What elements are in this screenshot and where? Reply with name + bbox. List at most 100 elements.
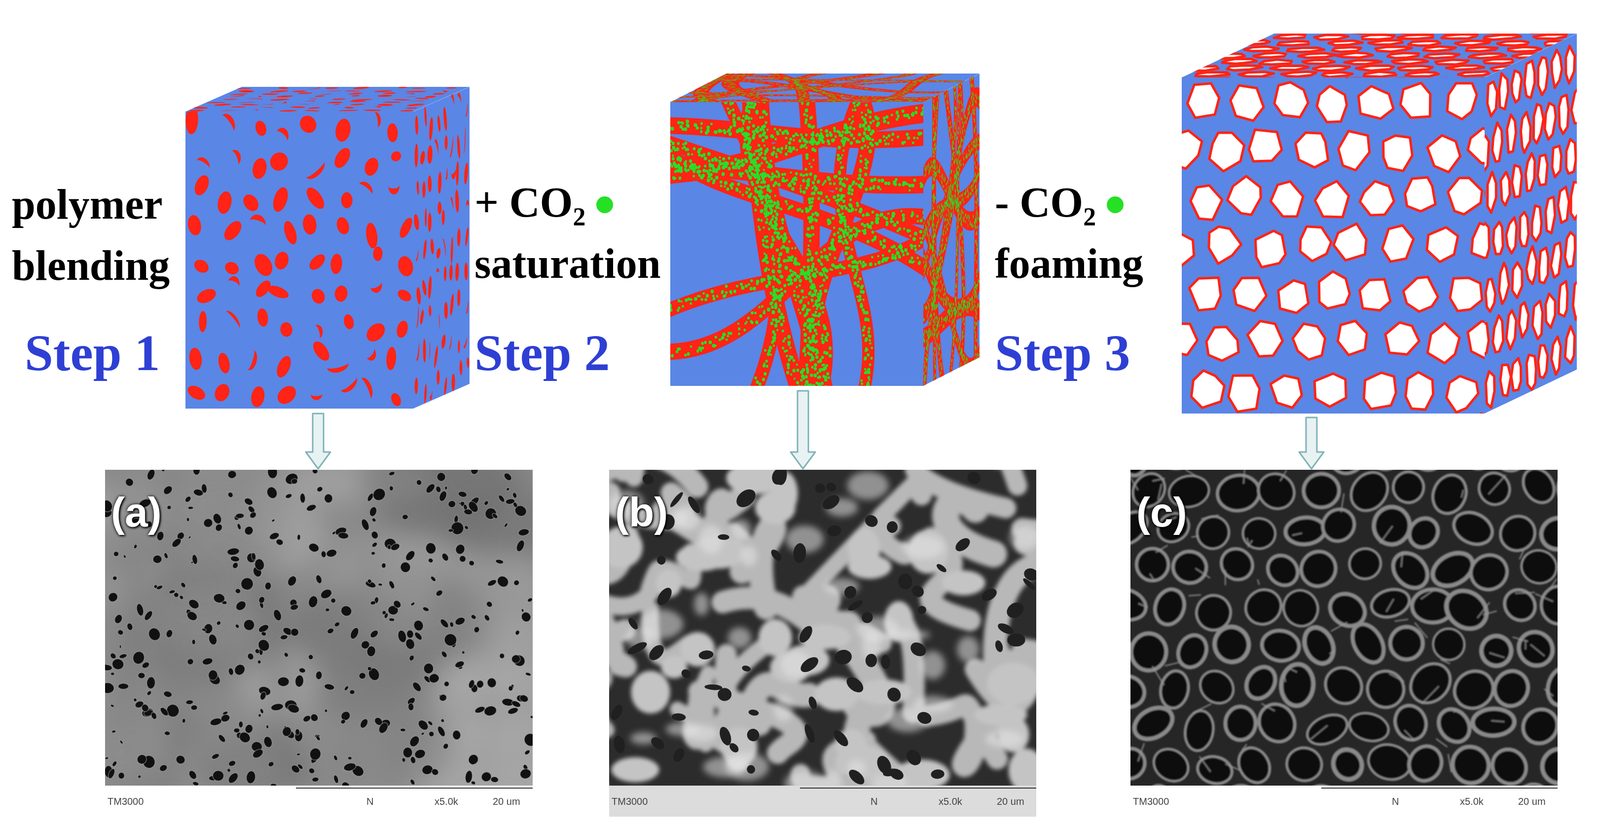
co2-dot (850, 255, 854, 259)
red-domain (436, 246, 441, 260)
red-domain (272, 248, 292, 274)
co2-dot (877, 260, 881, 265)
red-domain (294, 103, 312, 105)
co2-dot (721, 335, 725, 340)
cube-face (413, 82, 470, 412)
co2-dot (813, 302, 817, 306)
co2-dot (696, 149, 701, 154)
co2-dot (852, 180, 856, 184)
co2-dot (750, 165, 754, 169)
co2-dot (898, 255, 901, 259)
co2-dot (911, 111, 914, 114)
red-domain (445, 166, 449, 182)
co2-dot (889, 219, 893, 224)
co2-dot (814, 352, 817, 356)
co2-dot (773, 332, 777, 336)
co2-dot (810, 200, 814, 204)
red-domain (332, 282, 351, 305)
red-fiber (670, 112, 924, 176)
co2-dot (782, 239, 786, 243)
red-domain (385, 346, 397, 371)
co2-dot (775, 319, 779, 324)
co2-dot (772, 295, 777, 300)
co2-dot (768, 199, 773, 204)
co2-dot (770, 301, 774, 305)
red-domain (266, 90, 292, 93)
co2-dot (761, 115, 764, 119)
co2-dot (773, 226, 778, 231)
co2-dot (860, 111, 864, 114)
red-domain (361, 374, 376, 400)
blend-cube (179, 82, 471, 412)
co2-dot (756, 203, 760, 206)
co2-dot (782, 258, 787, 263)
co2-dot (854, 208, 858, 212)
co2-dot (700, 130, 703, 134)
co2-dot (915, 106, 918, 110)
co2-dot (861, 181, 865, 186)
co2-dot (808, 352, 811, 356)
co2-dot (876, 254, 879, 258)
co2-dot (780, 246, 783, 250)
co2-dot (771, 204, 775, 208)
co2-dot (914, 248, 918, 252)
co2-dot (922, 216, 924, 220)
co2-dot (815, 213, 820, 218)
co2-dot (671, 154, 674, 157)
co2-dot (860, 382, 864, 385)
co2-dot (860, 262, 863, 265)
co2-dot (840, 239, 843, 243)
co2-dot (799, 187, 802, 190)
co2-dot (901, 213, 905, 218)
co2-dot (710, 289, 715, 294)
red-domain (398, 86, 408, 89)
red-domain (185, 212, 204, 238)
co2-dot (770, 242, 774, 247)
co2-dot (775, 152, 778, 156)
co2-dot (863, 127, 868, 132)
co2-dot (708, 340, 713, 344)
red-domain (334, 214, 352, 238)
red-domain (463, 335, 468, 352)
co2-dot (914, 110, 918, 114)
co2-dot (881, 254, 885, 257)
co2-dot (804, 383, 807, 386)
red-domain (238, 103, 261, 106)
co2-dot (768, 205, 772, 208)
co2-dot (808, 172, 812, 176)
co2-dot (702, 291, 706, 295)
co2-dot (795, 285, 798, 289)
co2-dot (773, 231, 776, 234)
red-domain (340, 191, 354, 209)
red-domain (302, 109, 322, 112)
co2-dot (856, 267, 860, 272)
co2-dot (804, 379, 809, 384)
red-domain (376, 94, 394, 98)
co2-dot (841, 207, 844, 211)
co2-dot (759, 314, 763, 318)
co2-dot (843, 204, 847, 208)
co2-dot (819, 285, 822, 288)
co2-dot (690, 152, 694, 156)
co2-dot (728, 133, 732, 137)
co2-dot (912, 237, 916, 242)
co2-dot (877, 116, 880, 120)
co2-dot (806, 272, 811, 277)
co2-dot (801, 307, 805, 311)
co2-dot (764, 254, 768, 257)
red-domain (456, 226, 461, 248)
co2-dot (876, 185, 880, 189)
co2-dot (802, 323, 807, 327)
co2-dot (836, 230, 840, 234)
co2-dot (776, 147, 780, 152)
co2-dot (726, 187, 729, 191)
co2-dot (919, 237, 922, 240)
co2-dot (684, 298, 688, 302)
co2-dot (715, 169, 719, 174)
co2-dot (687, 352, 691, 356)
co2-dot (754, 376, 758, 380)
co2-dot (844, 238, 848, 242)
red-domain (402, 107, 420, 109)
co2-dot (748, 155, 752, 159)
co2-dot (712, 181, 716, 184)
